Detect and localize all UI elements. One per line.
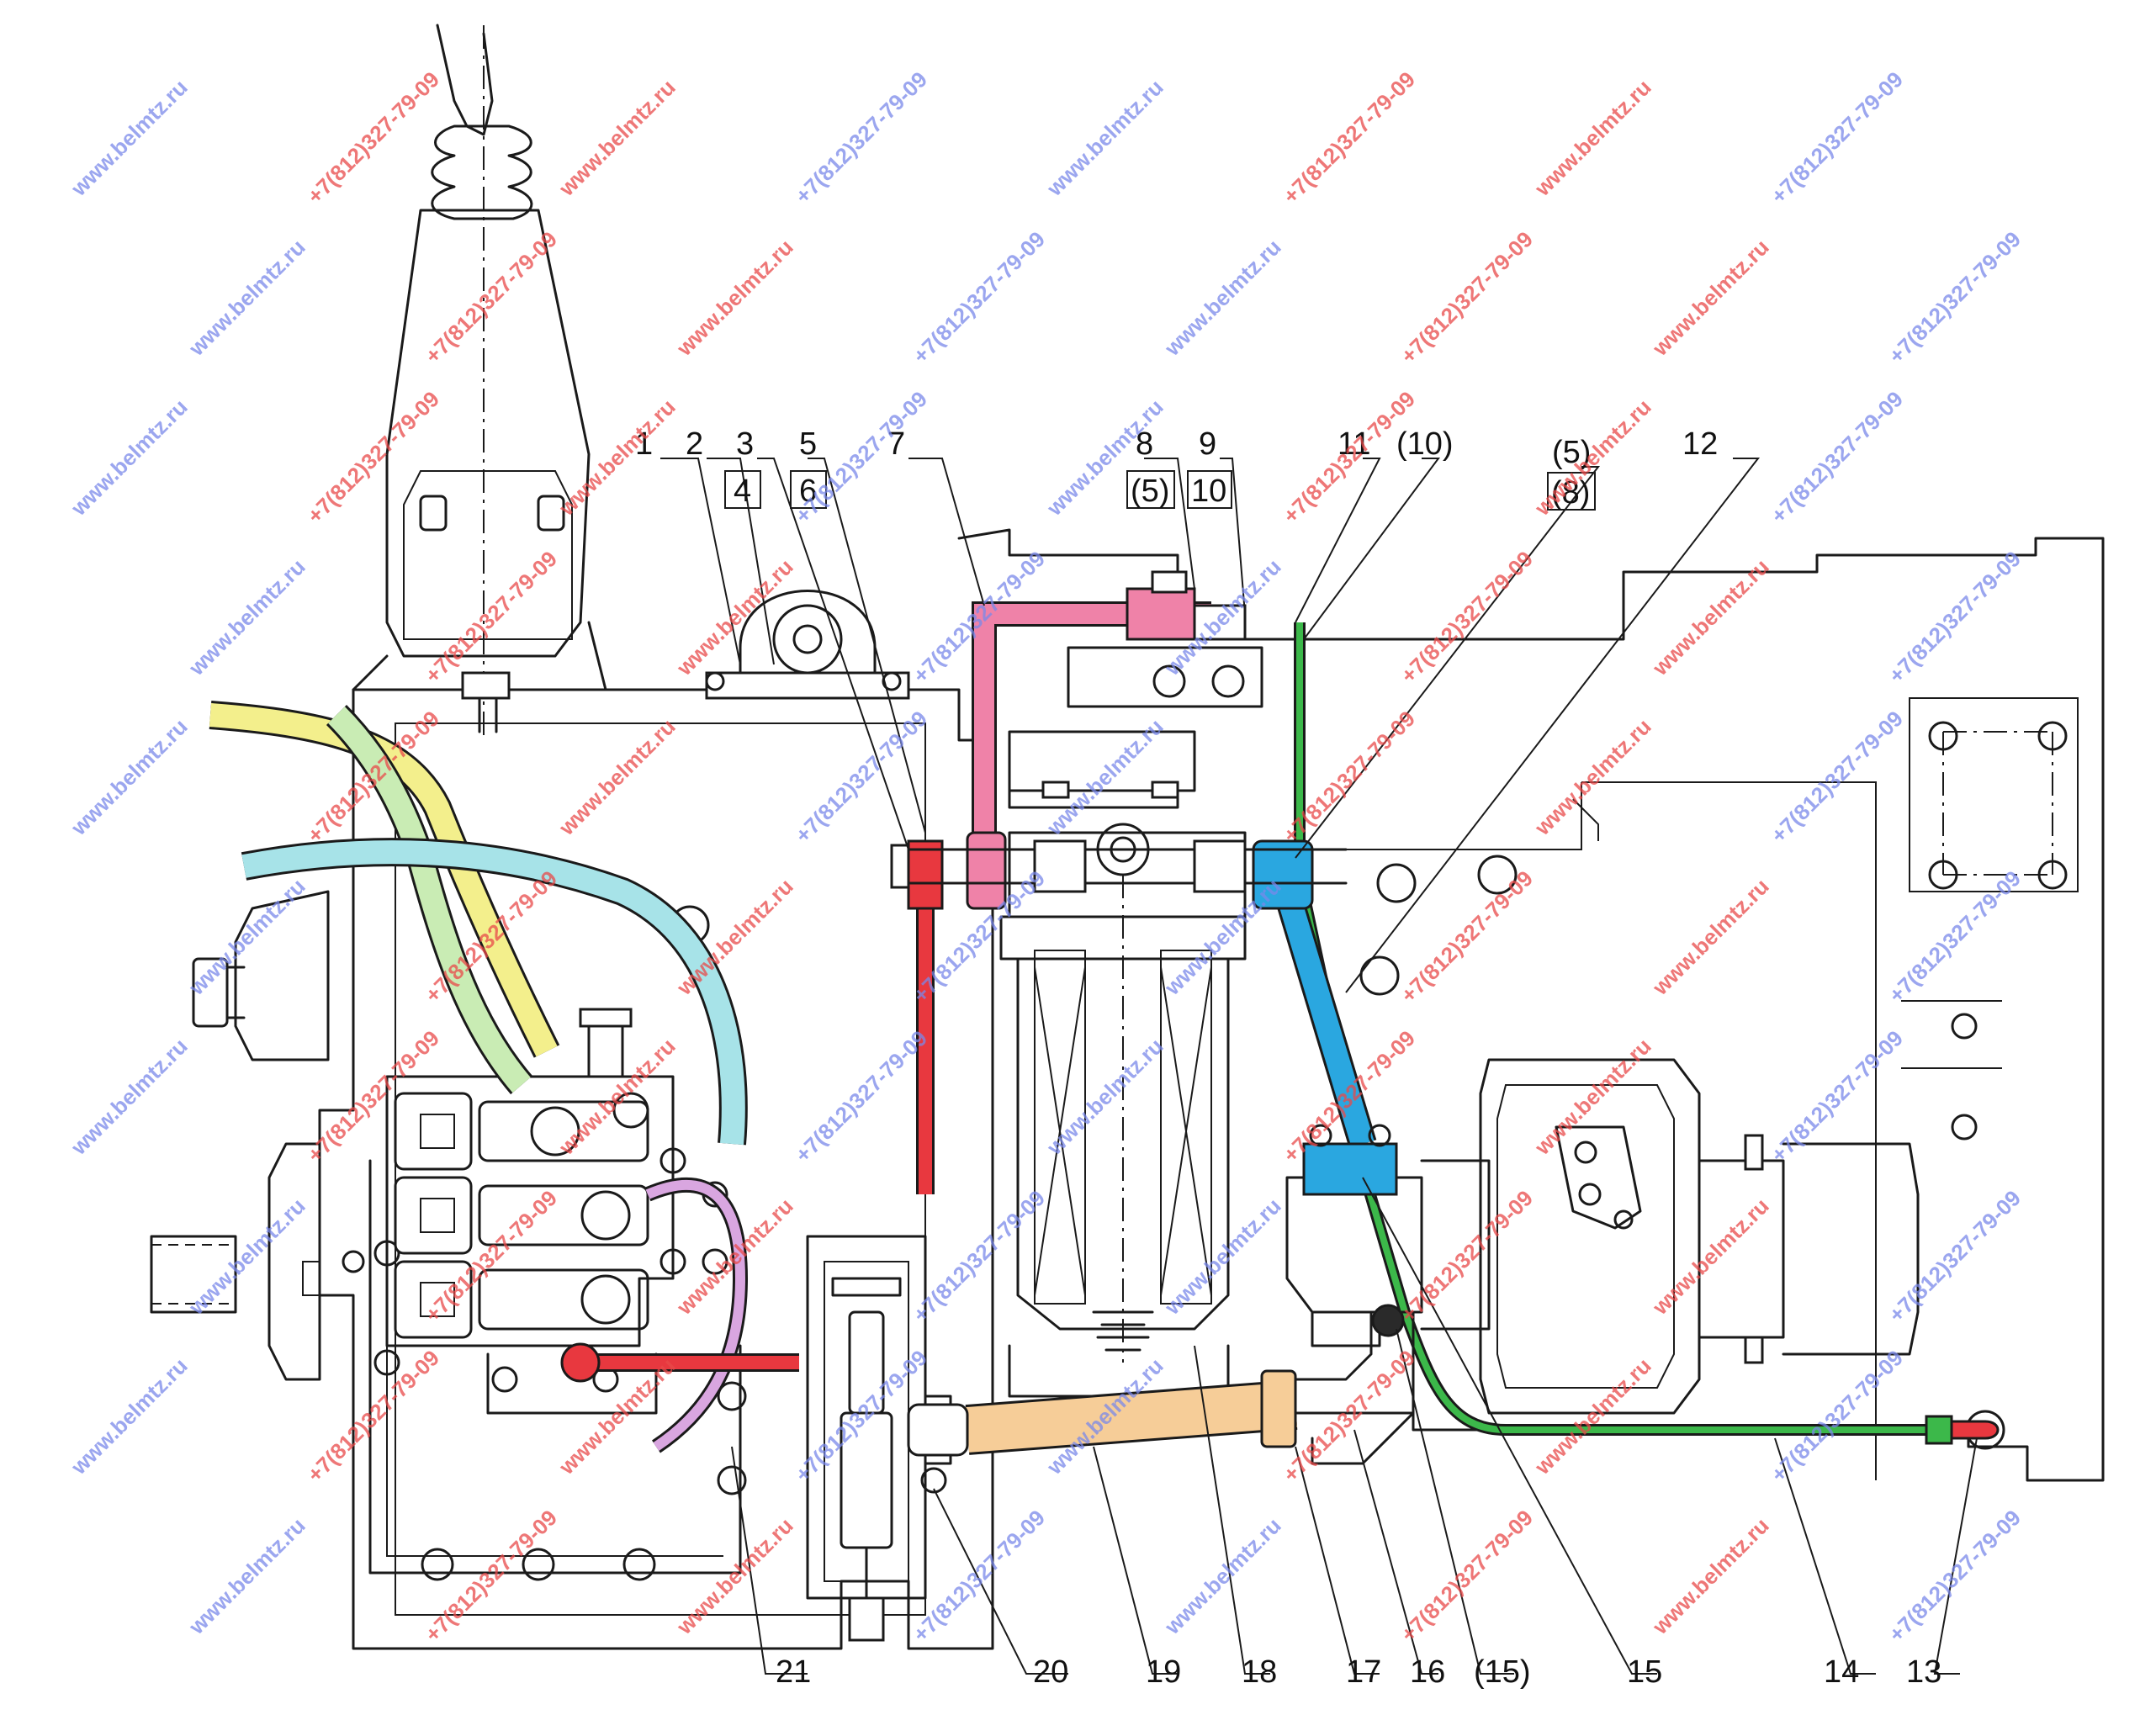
watermark-text: www.belmtz.ru <box>1647 235 1774 362</box>
callouts: 1 2 3 4 5 6 7 8 (5) 9 10 11 (10) (5) (8)… <box>635 426 1941 1690</box>
watermark-text: +7(812)327-79-09 <box>1883 865 2026 1008</box>
watermark-text: www.belmtz.ru <box>1159 235 1286 362</box>
watermark-text: +7(812)327-79-09 <box>1766 386 1908 528</box>
watermark-text: +7(812)327-79-09 <box>1278 66 1420 209</box>
callout-6: 6 <box>799 474 817 509</box>
callout-7: 7 <box>887 426 905 462</box>
red-plug <box>1950 1420 2000 1440</box>
watermark-text: www.belmtz.ru <box>66 394 193 521</box>
watermark-text: +7(812)327-79-09 <box>1883 1505 2026 1647</box>
watermark-text: +7(812)327-79-09 <box>1883 546 2026 688</box>
watermark-text: www.belmtz.ru <box>183 1513 310 1640</box>
watermark-text: www.belmtz.ru <box>1529 714 1656 841</box>
watermark-text: www.belmtz.ru <box>66 1353 193 1480</box>
callout-4: 4 <box>734 474 751 509</box>
callout-10: 10 <box>1191 474 1226 509</box>
control-valve-block <box>385 1008 728 1415</box>
watermark-text: www.belmtz.ru <box>1529 1353 1656 1480</box>
watermark-text: +7(812)327-79-09 <box>1396 1185 1538 1327</box>
colored-pipes <box>209 570 2000 1465</box>
watermark-text: +7(812)327-79-09 <box>420 546 562 688</box>
watermark-text: www.belmtz.ru <box>66 714 193 841</box>
pin-bracket <box>705 590 910 700</box>
watermark-text: www.belmtz.ru <box>1529 1034 1656 1161</box>
watermark-text: +7(812)327-79-09 <box>1278 1345 1420 1487</box>
callout-5: 5 <box>799 426 817 462</box>
transfer-shaft <box>890 839 1348 893</box>
callout-9: 9 <box>1199 426 1216 462</box>
watermark-text: +7(812)327-79-09 <box>908 1185 1050 1327</box>
callout-15: 15 <box>1627 1654 1662 1690</box>
watermark-text: +7(812)327-79-09 <box>1766 706 1908 848</box>
gear-shift-lever <box>352 24 607 740</box>
watermark-text: www.belmtz.ru <box>671 1513 798 1640</box>
watermark-text: www.belmtz.ru <box>1041 75 1168 202</box>
watermark-text: +7(812)327-79-09 <box>1766 1345 1908 1487</box>
pump-housing <box>1285 1058 1920 1415</box>
callout-5-paren: (5) <box>1552 435 1591 470</box>
watermark-text: +7(812)327-79-09 <box>1766 1025 1908 1167</box>
watermark-text: +7(812)327-79-09 <box>790 1025 932 1167</box>
callout-17: 17 <box>1346 1654 1381 1690</box>
callout-3: 3 <box>736 426 754 462</box>
watermark-text: www.belmtz.ru <box>1647 1513 1774 1640</box>
watermark-text: +7(812)327-79-09 <box>1883 1185 2026 1327</box>
watermark-text: www.belmtz.ru <box>671 235 798 362</box>
watermark-text: +7(812)327-79-09 <box>1396 865 1538 1008</box>
red-fitting <box>560 1342 601 1383</box>
leader-lines <box>660 458 1978 1675</box>
watermark-text: +7(812)327-79-09 <box>302 1345 444 1487</box>
watermark-text: www.belmtz.ru <box>554 714 681 841</box>
watermark-text: www.belmtz.ru <box>1647 1194 1774 1321</box>
watermark-text: www.belmtz.ru <box>1529 75 1656 202</box>
watermark-text: www.belmtz.ru <box>183 554 310 681</box>
watermark-text: www.belmtz.ru <box>66 1034 193 1161</box>
callout-13: 13 <box>1906 1654 1941 1690</box>
callout-14: 14 <box>1824 1654 1859 1690</box>
callout-19: 19 <box>1146 1654 1181 1690</box>
filter-assembly <box>999 646 1263 1398</box>
callout-8-paren: (8) <box>1551 475 1590 511</box>
watermark-text: +7(812)327-79-09 <box>1883 226 2026 368</box>
callout-8: 8 <box>1136 426 1153 462</box>
callout-12: 12 <box>1682 426 1718 462</box>
watermark-text: +7(812)327-79-09 <box>1396 1505 1538 1647</box>
watermark-text: www.belmtz.ru <box>671 554 798 681</box>
watermark-text: www.belmtz.ru <box>183 1194 310 1321</box>
watermark-text: www.belmtz.ru <box>1041 1034 1168 1161</box>
watermark-text: +7(812)327-79-09 <box>1766 66 1908 209</box>
callout-10-paren: (10) <box>1396 426 1454 462</box>
watermark-text: +7(812)327-79-09 <box>1396 546 1538 688</box>
callout-8-sub: (5) <box>1131 474 1169 509</box>
callout-18: 18 <box>1242 1654 1277 1690</box>
callout-21: 21 <box>776 1654 811 1690</box>
callout-20: 20 <box>1033 1654 1068 1690</box>
watermark-text: +7(812)327-79-09 <box>420 226 562 368</box>
watermark-text: www.belmtz.ru <box>183 874 310 1001</box>
watermark-text: +7(812)327-79-09 <box>790 66 932 209</box>
watermark-text: www.belmtz.ru <box>1647 874 1774 1001</box>
watermark-text: www.belmtz.ru <box>66 75 193 202</box>
watermark-text: +7(812)327-79-09 <box>302 66 444 209</box>
watermark-text: www.belmtz.ru <box>554 75 681 202</box>
watermark-text: www.belmtz.ru <box>554 394 681 521</box>
callout-1: 1 <box>635 426 653 462</box>
callout-11: 11 <box>1338 426 1370 462</box>
watermark-text: +7(812)327-79-09 <box>1396 226 1538 368</box>
watermark-text: www.belmtz.ru <box>1529 394 1656 521</box>
left-flanges <box>150 890 365 1381</box>
callout-16: 16 <box>1410 1654 1445 1690</box>
watermark-text: www.belmtz.ru <box>183 235 310 362</box>
watermark-text: +7(812)327-79-09 <box>908 1505 1050 1647</box>
watermark-text: +7(812)327-79-09 <box>908 226 1050 368</box>
callout-2: 2 <box>686 426 703 462</box>
watermark-text: +7(812)327-79-09 <box>420 1505 562 1647</box>
settling-tank <box>806 1235 952 1642</box>
callout-15-paren: (15) <box>1474 1654 1531 1690</box>
